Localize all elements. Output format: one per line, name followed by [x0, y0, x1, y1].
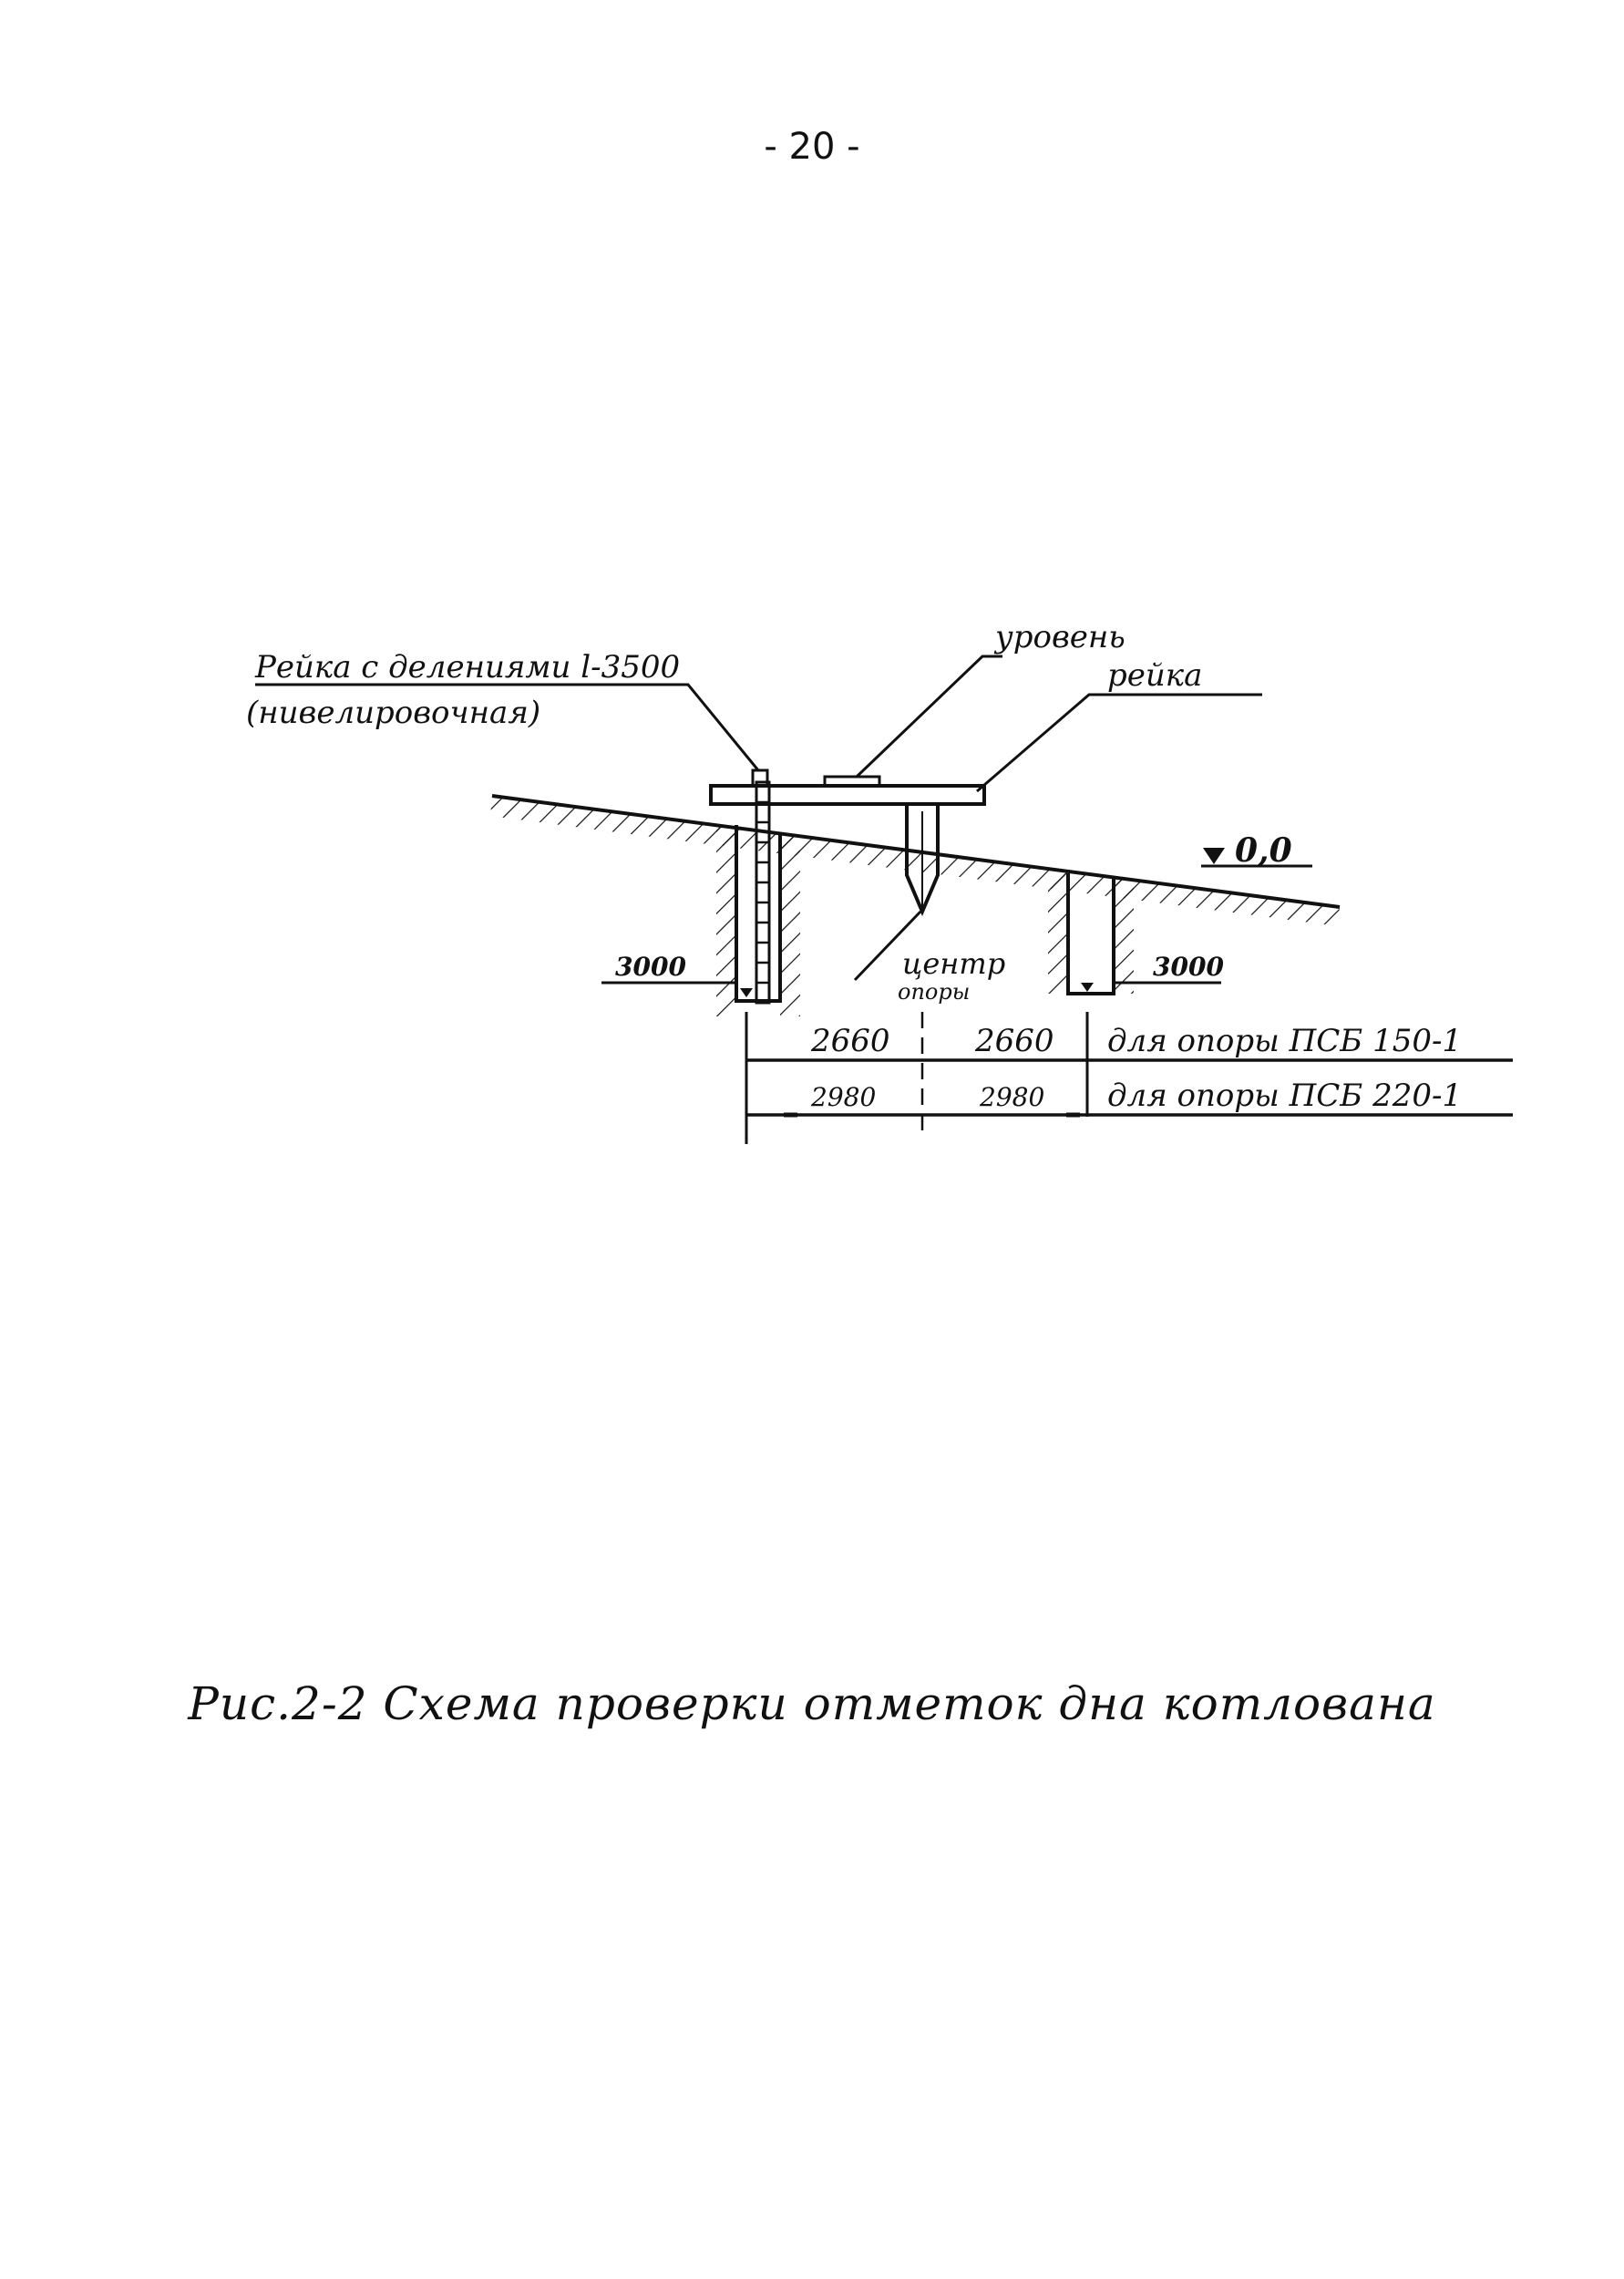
label-rod: рейка	[1107, 657, 1202, 694]
left-pit	[735, 825, 782, 1003]
leader-center	[853, 910, 922, 982]
page-number: - 20 -	[764, 126, 860, 168]
label-rod-type: (нивелировочная)	[246, 695, 540, 731]
rod-divisions	[756, 800, 769, 985]
label-dim-150-right: 2660	[974, 1023, 1054, 1059]
right-pit-wall-hatch-outer	[1048, 873, 1068, 994]
leader-level	[855, 655, 1002, 779]
label-level: уровень	[993, 619, 1125, 655]
ground-line	[491, 794, 1341, 909]
left-pit-wall-hatch-outer	[716, 825, 736, 1016]
label-center-2: опоры	[898, 979, 970, 1005]
label-dim-220-left: 2980	[810, 1082, 876, 1112]
rod-top-block	[751, 768, 769, 788]
label-zero-mark: 0,0	[1235, 831, 1292, 870]
left-pit-bottom-mark	[740, 988, 753, 997]
label-center-1: центр	[902, 946, 1005, 981]
spirit-level	[823, 775, 881, 788]
label-depth-left: 3000	[615, 952, 686, 982]
label-graduated-rod: Рейка с делениями l-3500	[254, 649, 680, 686]
leader-rod	[976, 693, 1262, 793]
right-pit-wall-hatch-inner	[1114, 877, 1134, 994]
label-dim-150-left: 2660	[810, 1023, 890, 1059]
left-pit-wall-hatch-inner	[780, 834, 800, 1016]
graduated-rod	[755, 780, 771, 1005]
label-dim-220-text: для опоры ПСБ 220-1	[1107, 1078, 1462, 1114]
figure-caption: Рис.2-2 Схема проверки отметок дна котло…	[188, 1677, 1436, 1730]
leader-graduated-rod	[255, 683, 760, 771]
right-pit	[1066, 873, 1115, 995]
center-stake	[905, 804, 940, 917]
zero-level-triangle	[1203, 848, 1225, 864]
horizontal-rod	[709, 784, 986, 806]
label-dim-150-text: для опоры ПСБ 150-1	[1107, 1023, 1462, 1059]
label-dim-220-right: 2980	[979, 1082, 1044, 1112]
label-depth-right: 3000	[1153, 952, 1224, 982]
right-pit-bottom-mark	[1081, 983, 1094, 992]
